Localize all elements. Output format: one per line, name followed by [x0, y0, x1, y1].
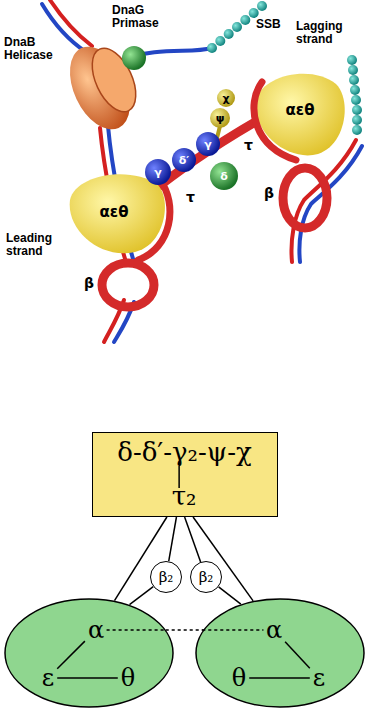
beta-clamp-rings — [102, 168, 327, 307]
illustration-part — [351, 95, 361, 105]
subunit-link-line — [57, 641, 85, 669]
connector-line — [219, 587, 241, 604]
replisome-illustration — [0, 0, 369, 345]
illustration-part — [352, 115, 362, 125]
illustration-part — [352, 125, 362, 135]
connector-line — [169, 517, 177, 561]
ellipse-shape — [5, 599, 173, 707]
part-label: DnaB Helicase — [4, 36, 64, 62]
illustration-part — [215, 36, 225, 46]
subunit-letter: γ — [154, 167, 162, 178]
illustration-part — [232, 22, 242, 32]
polymerase-core-ellipse: α ε θ — [4, 598, 174, 708]
subunit-letter: ψ — [216, 113, 225, 124]
illustration-part — [254, 82, 296, 160]
part-label: SSB — [256, 18, 281, 31]
connector-line — [129, 587, 153, 605]
subunit-letter: χ — [222, 93, 229, 104]
subunit-text: β₂ — [199, 570, 214, 585]
subunit-text: ε — [313, 666, 325, 690]
subunit-letter: αεθ — [100, 205, 129, 220]
part-label: DnaG Primase — [112, 4, 174, 30]
illustration-part — [145, 159, 171, 185]
subunit-letter: αεθ — [286, 103, 315, 118]
subunit-text: ε — [42, 666, 54, 690]
ellipse-shape — [196, 599, 364, 707]
subunit-text: τ₂ — [172, 483, 197, 509]
polymerase-core-ellipse: αθ ε — [195, 598, 365, 708]
subunit-link-line — [285, 642, 310, 668]
dotted-link-line — [203, 629, 263, 631]
illustration-part — [196, 132, 220, 156]
illustration-part — [349, 75, 359, 85]
subunit-text: α — [88, 618, 104, 642]
beta-clamp-circle: β₂ — [150, 561, 182, 593]
illustration-part — [283, 168, 327, 228]
illustration-part — [138, 180, 170, 260]
subunit-letter: τ — [186, 190, 195, 204]
illustration-part — [224, 29, 234, 39]
illustration-part — [352, 105, 362, 115]
part-label: Leading strand — [6, 232, 78, 258]
illustration-part — [249, 8, 259, 18]
subunit-text: β₂ — [159, 570, 174, 585]
subunit-letter: δ′ — [179, 155, 189, 166]
subunit-text: θ — [121, 666, 135, 690]
subunit-text: δ-δ′-γ₂-ψ-χ — [117, 439, 251, 465]
subunit-text: θ — [232, 666, 246, 690]
dotted-connector — [166, 629, 203, 631]
clamp-loader-box: δ-δ′-γ₂-ψ-χ τ₂ — [92, 432, 278, 517]
illustration-part — [210, 108, 230, 128]
part-label: Lagging strand — [296, 20, 362, 46]
ssb-chain — [207, 1, 362, 135]
dotted-link-line — [107, 629, 166, 631]
ellipse-outline — [195, 598, 365, 708]
ellipse-outline — [4, 598, 174, 708]
illustration-part — [240, 15, 250, 25]
illustration-part — [217, 89, 235, 107]
subunit-link-line — [57, 677, 118, 679]
subunit-letter: δ — [220, 171, 228, 182]
illustration-part — [172, 148, 196, 172]
subunit-letter: β — [84, 276, 94, 290]
illustration-part — [210, 162, 238, 190]
polymerase-core-shapes — [70, 74, 345, 260]
illustration-part — [347, 55, 357, 65]
illustration-part — [70, 174, 165, 253]
subunit-letter: β — [264, 186, 274, 200]
illustration-part — [348, 65, 358, 75]
subunit-letter: γ — [204, 139, 212, 150]
subunit-link-line — [249, 677, 310, 679]
illustration-part — [102, 263, 154, 307]
clamp-loader-spheres — [145, 132, 238, 190]
dna-strands — [42, 0, 362, 342]
subunit-letter: τ — [244, 138, 253, 152]
subunit-text: α — [266, 618, 282, 642]
illustration-part — [350, 85, 360, 95]
primase-blob — [122, 46, 146, 70]
illustration-part — [207, 43, 217, 53]
illustration-part — [257, 1, 267, 11]
illustration-part — [42, 4, 86, 52]
beta-clamp-circle: β₂ — [190, 561, 222, 593]
